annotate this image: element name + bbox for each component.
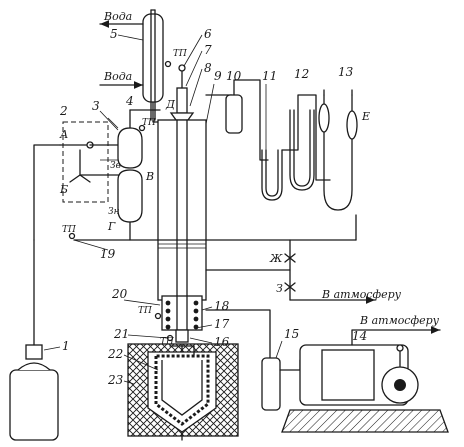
num-9: 9 xyxy=(214,69,222,83)
label-3v: Зв xyxy=(110,161,121,171)
num-12: 12 xyxy=(294,67,309,81)
text-labels: Вода Вода В атмосферу В атмосферу ТП ТП … xyxy=(59,10,440,347)
num-22: 22 xyxy=(107,347,123,361)
num-10: 10 xyxy=(226,69,242,83)
label-3n: Зн xyxy=(108,207,120,217)
label-atm2: В атмосферу xyxy=(359,314,440,327)
trap-15 xyxy=(261,357,301,411)
num-13: 13 xyxy=(338,65,354,79)
label-tp-5: ТП xyxy=(62,225,76,235)
label-atm1: В атмосферу xyxy=(321,288,402,301)
label-tp-4: ТП xyxy=(160,337,174,347)
num-23: 23 xyxy=(107,373,124,387)
return-lines xyxy=(73,214,376,359)
gas-line-top xyxy=(205,79,269,161)
num-7: 7 xyxy=(204,43,212,57)
label-G: Г xyxy=(107,220,116,233)
u-tube-13 xyxy=(318,89,358,211)
num-15: 15 xyxy=(284,327,299,341)
num-8: 8 xyxy=(204,61,212,75)
u-tube-11 xyxy=(261,94,331,201)
label-3: З xyxy=(276,282,283,295)
num-11: 11 xyxy=(262,69,277,83)
vacuum-pump-14 xyxy=(281,326,449,433)
num-1: 1 xyxy=(62,339,70,353)
label-tp-1: ТП xyxy=(173,49,187,59)
label-Zh: Ж xyxy=(269,252,283,265)
furnace-23 xyxy=(127,343,239,437)
num-2: 2 xyxy=(59,104,68,118)
label-A: А xyxy=(59,128,68,141)
label-water-mid: Вода xyxy=(103,70,132,83)
number-labels: 1 2 3 4 5 6 7 8 9 10 11 12 13 14 15 16 1… xyxy=(43,27,367,387)
num-17: 17 xyxy=(214,317,230,331)
separator-3 xyxy=(100,109,161,241)
u-tube-12 xyxy=(289,109,315,191)
num-5: 5 xyxy=(110,27,118,41)
num-16: 16 xyxy=(214,335,230,349)
num-21: 21 xyxy=(113,327,129,341)
label-water-top: Вода xyxy=(103,10,132,23)
label-E: Е xyxy=(361,110,370,123)
label-tp-3: ТП xyxy=(138,306,152,316)
label-D: Д xyxy=(165,98,176,111)
flow-block-2 xyxy=(59,121,119,203)
num-18: 18 xyxy=(214,299,230,313)
num-6: 6 xyxy=(204,27,212,41)
condenser-5 xyxy=(99,9,169,123)
num-4: 4 xyxy=(125,94,134,108)
gas-cylinder-1 xyxy=(9,144,61,441)
label-tp-2: ТП xyxy=(142,118,156,128)
label-B: Б xyxy=(59,183,68,196)
num-14: 14 xyxy=(352,329,367,343)
label-V: В xyxy=(145,170,154,183)
num-3: 3 xyxy=(92,99,100,113)
num-20: 20 xyxy=(111,287,128,301)
thermocouple-markers xyxy=(68,60,174,342)
column-9 xyxy=(157,64,207,441)
num-19: 19 xyxy=(100,247,116,261)
